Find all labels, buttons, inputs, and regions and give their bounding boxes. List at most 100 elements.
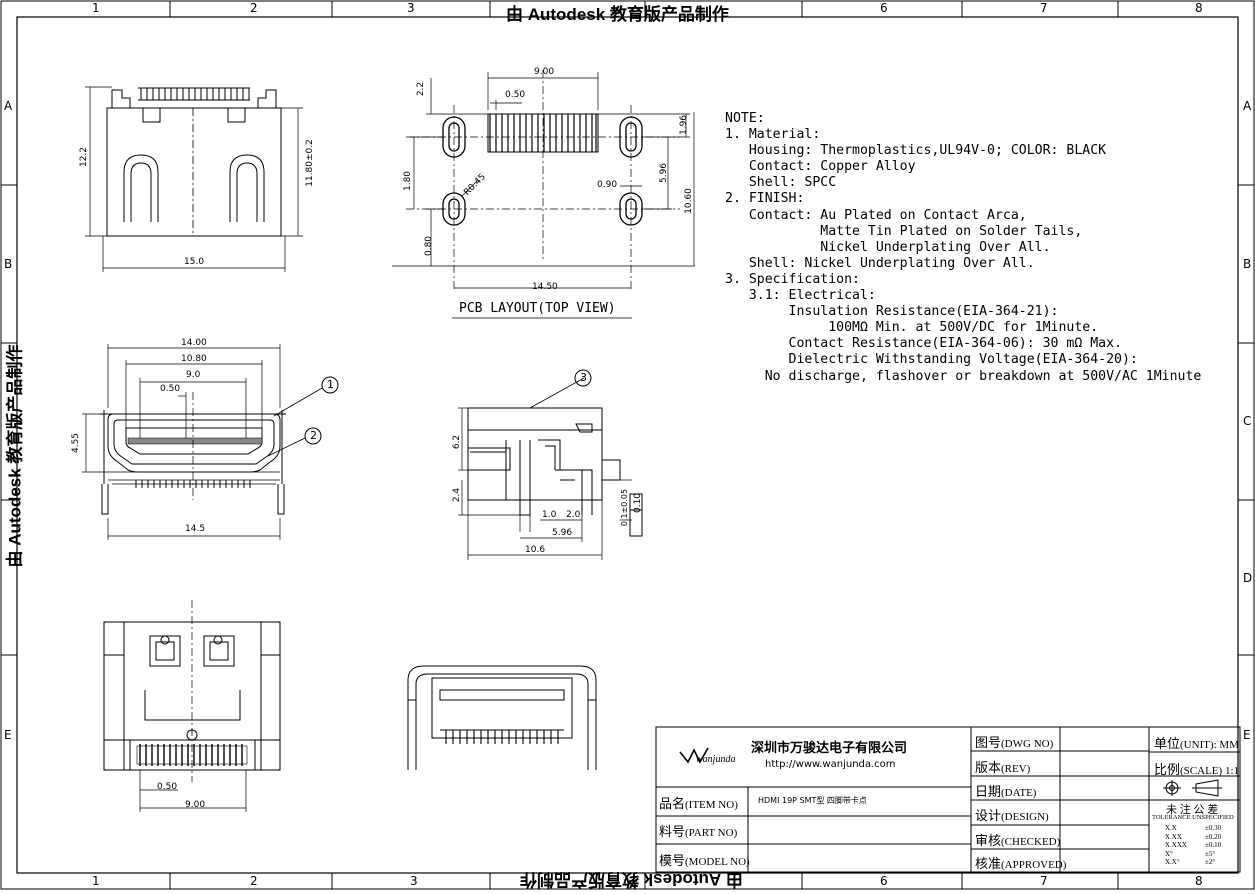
approved-label: 核准(APPROVED) xyxy=(975,856,1067,871)
dim-side-1-0: 1.0 xyxy=(542,510,557,520)
dim-front-0-50: 0.50 xyxy=(160,384,181,394)
row-label-e-right: E xyxy=(1243,728,1251,742)
row-label-c-right: C xyxy=(1243,414,1252,428)
dim-pcb-pitch: 0.50 xyxy=(505,90,526,100)
note-line: Matte Tin Plated on Solder Tails, xyxy=(725,223,1083,239)
dim-top-width: 15.0 xyxy=(184,257,205,267)
dim-pcb-10-60: 10.60 xyxy=(683,188,694,214)
dim-pcb-1-80: 1.80 xyxy=(403,170,414,192)
col-label-3: 3 xyxy=(407,1,415,15)
design-label: 设计(DESIGN) xyxy=(975,808,1049,823)
note-line: No discharge, flashover or breakdown at … xyxy=(725,368,1202,384)
dim-front-14-00: 14.00 xyxy=(181,338,207,348)
dim-bottom-9-00: 9.00 xyxy=(185,800,206,810)
scale-label: 比例(SCALE) 1:1 xyxy=(1154,762,1239,777)
dim-side-5-96: 5.96 xyxy=(552,528,573,538)
dim-front-4-55: 4.55 xyxy=(71,432,82,454)
row-label-a-right: A xyxy=(1243,99,1252,113)
row-label-b-right: B xyxy=(1243,257,1252,271)
row-label-d-right: D xyxy=(1243,571,1253,585)
tolerance-row: X°±5° xyxy=(1165,849,1216,858)
col-label-2: 2 xyxy=(250,1,258,15)
item-no-value: HDMI 19P SMT型 四脚带卡点 xyxy=(758,796,867,805)
rev-label: 版本(REV) xyxy=(975,760,1031,775)
model-no-label: 模号(MODEL NO) xyxy=(659,853,750,868)
tolerance-table: X.X±0.30 X.XX±0.20 X.XXX±0.10 X°±5° X.X°… xyxy=(1165,824,1221,867)
col-label-8: 8 xyxy=(1195,1,1203,15)
title-block-frame xyxy=(655,726,1241,873)
date-label: 日期(DATE) xyxy=(975,784,1037,799)
row-label-e: E xyxy=(4,728,12,742)
dim-pcb-0-80: 0.80 xyxy=(424,235,435,257)
col-label-6: 6 xyxy=(880,1,888,15)
dim-side-tolerance-box: 0.10 xyxy=(633,492,644,514)
col-label-3-bottom: 3 xyxy=(410,874,418,888)
col-label-7: 7 xyxy=(1040,1,1048,15)
dim-front-14-5: 14.5 xyxy=(185,524,206,534)
balloon-2-label: 2 xyxy=(310,429,317,442)
col-label-1-bottom: 1 xyxy=(92,874,100,888)
dim-pcb-5-96: 5.96 xyxy=(659,162,670,184)
note-line: Shell: Nickel Underplating Over All. xyxy=(725,255,1035,271)
side-view xyxy=(458,369,643,560)
dim-pcb-pitch-span: 9.00 xyxy=(534,67,555,77)
row-label-a: A xyxy=(4,99,13,113)
logo-text: wanjunda xyxy=(696,754,736,765)
note-line: 1. Material: xyxy=(725,127,821,143)
company-name: 深圳市万骏达电子有限公司 xyxy=(751,741,908,756)
dim-pcb-14-50: 14.50 xyxy=(532,282,558,292)
note-line: Housing: Thermoplastics,UL94V-0; COLOR: … xyxy=(725,143,1107,159)
item-no-label: 品名(ITEM NO) xyxy=(659,796,738,811)
note-line: Shell: SPCC xyxy=(725,175,837,191)
watermark-bottom: 由 Autodesk 教育版产品制作 xyxy=(520,870,743,889)
balloon-1-label: 1 xyxy=(327,378,334,391)
dwg-no-label: 图号(DWG NO) xyxy=(975,735,1054,750)
dim-top-inner-height: 11.80±0.2 xyxy=(304,139,315,187)
pcb-layout-view xyxy=(392,70,695,319)
dim-front-9-0: 9.0 xyxy=(186,370,201,380)
dim-pcb-offset: 2.2 xyxy=(416,81,427,97)
watermark-left: 由 Autodesk 教育版产品制作 xyxy=(5,344,25,568)
tolerance-row: X.XX±0.20 xyxy=(1165,832,1222,841)
note-line: 2. FINISH: xyxy=(725,191,805,207)
tolerance-row: X.X±0.30 xyxy=(1165,824,1222,832)
col-label-6-bottom: 6 xyxy=(880,874,888,888)
watermark-top: 由 Autodesk 教育版产品制作 xyxy=(506,5,729,24)
checked-label: 审核(CHECKED) xyxy=(975,833,1061,848)
note-line: Contact Resistance(EIA-364-06): 30 mΩ Ma… xyxy=(725,336,1122,352)
col-label-8-bottom: 8 xyxy=(1195,874,1203,888)
dim-bottom-pitch: 0.50 xyxy=(157,782,178,792)
col-label-1: 1 xyxy=(92,1,100,15)
tolerance-row: X.XXX±0.10 xyxy=(1165,841,1222,849)
row-label-b: B xyxy=(4,257,13,271)
tolerance-title: 未 注 公 差 xyxy=(1166,804,1219,816)
note-line: 100MΩ Min. at 500V/DC for 1Minute. xyxy=(725,320,1099,336)
top-view xyxy=(85,86,303,272)
notes-block: NOTE: 1. Material: Housing: Thermoplasti… xyxy=(725,111,1201,385)
front-view xyxy=(82,344,339,540)
dim-side-10-6: 10.6 xyxy=(525,545,546,555)
end-view xyxy=(407,665,597,770)
note-line: Contact: Copper Alloy xyxy=(725,159,916,175)
dim-pcb-pad-top: 1.96 xyxy=(679,114,690,136)
note-line: NOTE: xyxy=(725,111,765,126)
note-line: Dielectric Withstanding Voltage(EIA-364-… xyxy=(725,352,1138,368)
note-line: Contact: Au Plated on Contact Arca, xyxy=(725,207,1027,223)
company-website: http://www.wanjunda.com xyxy=(765,759,896,770)
note-line: Insulation Resistance(EIA-364-21): xyxy=(725,304,1059,320)
unit-label: 单位(UNIT): MM xyxy=(1154,736,1239,751)
dim-side-6-2: 6.2 xyxy=(452,434,463,450)
dim-side-2-4: 2.4 xyxy=(452,487,463,503)
note-line: Nickel Underplating Over All. xyxy=(725,239,1051,255)
wanjunda-logo-icon xyxy=(679,747,709,764)
col-label-7-bottom: 7 xyxy=(1040,874,1048,888)
balloon-3-label: 3 xyxy=(580,371,587,384)
col-label-2-bottom: 2 xyxy=(250,874,258,888)
part-no-label: 料号(PART NO) xyxy=(659,824,738,839)
dim-side-2-0: 2.0 xyxy=(566,510,581,520)
dim-pcb-slot: 0.90 xyxy=(597,180,618,190)
dim-side-flatness: 0.1±0.05 xyxy=(620,488,630,527)
